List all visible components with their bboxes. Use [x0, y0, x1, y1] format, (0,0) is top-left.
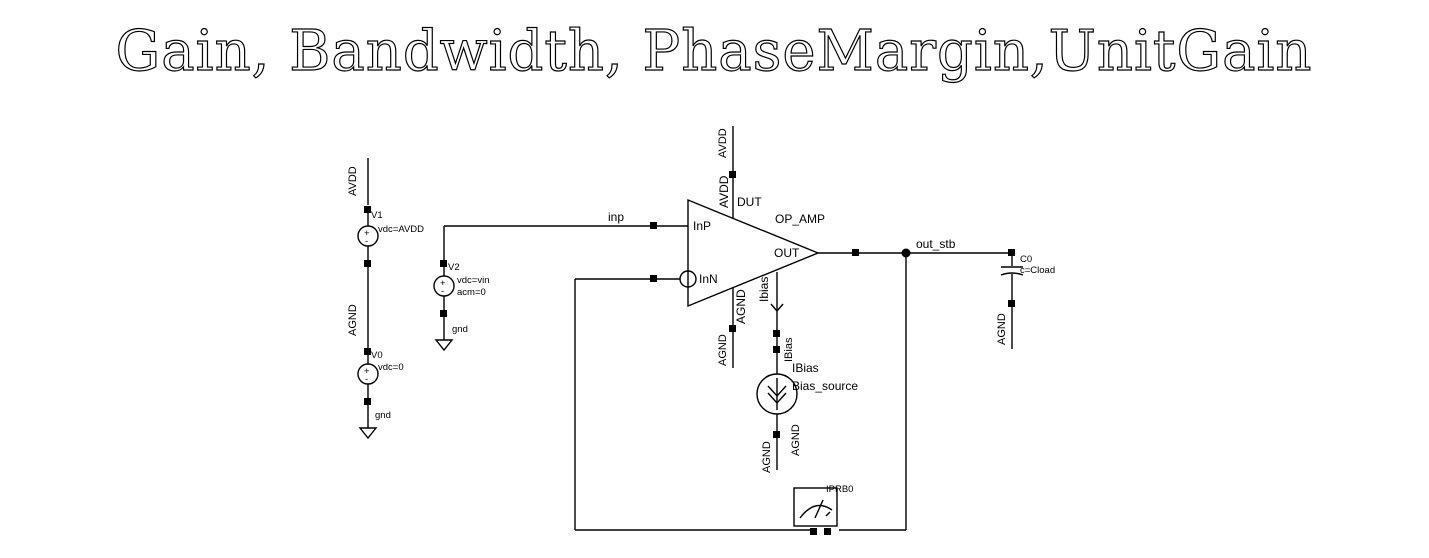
- capacitor-icon[interactable]: [1000, 266, 1024, 276]
- c0-name: C0: [1020, 254, 1032, 265]
- ibias-pin-bottom: [773, 431, 780, 438]
- v1-source-icon[interactable]: + -: [357, 225, 379, 247]
- svg-text:-: -: [365, 374, 368, 385]
- op-amp[interactable]: InP InN OUT OP_AMP AVDD AVDD DUT AGND AG…: [650, 126, 825, 368]
- opamp-agnd-pin: [729, 325, 736, 332]
- v2-pin-top: [440, 260, 447, 267]
- ibias-net-label: IBias: [783, 337, 795, 362]
- svg-text:-: -: [441, 286, 444, 297]
- supply-stack: AVDD + - V1 vdc=AVDD AGND + - V0 vdc=0 g…: [347, 158, 424, 440]
- opamp-inn-label: InN: [699, 272, 718, 286]
- iprb-pin-left: [810, 528, 817, 535]
- opamp-dut-label: DUT: [737, 195, 762, 209]
- gnd-label-v2: gnd: [452, 324, 468, 335]
- avdd-label-opamp-top: AVDD: [717, 128, 729, 158]
- v2-name: V2: [448, 262, 460, 273]
- opamp-inp-pin: [650, 222, 657, 229]
- feedback-loop: IPRB0: [574, 253, 907, 535]
- agnd-label-c0: AGND: [996, 313, 1008, 345]
- c0-pin-top: [1008, 249, 1015, 256]
- v0-source-icon[interactable]: + -: [357, 363, 379, 385]
- v2-vdc: vdc=vin: [457, 275, 489, 286]
- svg-text:-: -: [365, 236, 368, 247]
- v0-pin-bottom: [364, 398, 371, 405]
- inversion-bubble-icon: [679, 270, 697, 288]
- opamp-avdd-pin: [729, 171, 736, 178]
- v2-pin-bottom: [440, 310, 447, 317]
- svg-text:+: +: [440, 278, 446, 289]
- out-net-label: out_stb: [916, 237, 956, 251]
- opamp-inp-label: InP: [693, 219, 711, 233]
- svg-text:+: +: [364, 228, 370, 239]
- avdd-label-v1: AVDD: [347, 166, 359, 196]
- ground-icon-v2: [434, 339, 454, 352]
- gnd-label-v0: gnd: [375, 410, 391, 421]
- svg-text:+: +: [364, 366, 370, 377]
- current-source-icon[interactable]: [756, 373, 798, 415]
- ibias-net-pin-1: [773, 330, 780, 337]
- ibias-net-pin-2: [773, 346, 780, 353]
- opamp-out-label: OUT: [774, 246, 800, 260]
- ibias-name: IBias: [792, 361, 819, 375]
- c0-pin-bottom: [1008, 300, 1015, 307]
- v1-pin-top: [364, 206, 371, 213]
- page-title: Gain, Bandwidth, PhaseMargin,UnitGain: [116, 19, 1313, 84]
- output-net: out_stb: [818, 237, 1012, 258]
- opamp-ibias-label: Ibias: [757, 277, 771, 302]
- v1-pin-bottom: [364, 260, 371, 267]
- v2-acm: acm=0: [457, 287, 486, 298]
- opamp-out-pin: [852, 249, 859, 256]
- v0-name: V0: [371, 350, 383, 361]
- v1-param: vdc=AVDD: [378, 224, 424, 235]
- v2-source-group: inp + - V2 vdc=vin acm=0 gnd: [433, 210, 653, 352]
- agnd-label-opamp: AGND: [717, 334, 729, 366]
- current-probe-icon[interactable]: [793, 487, 838, 527]
- opamp-avdd-pin-label: AVDD: [717, 175, 731, 208]
- v0-pin-top: [364, 348, 371, 355]
- iprb-pin-right: [824, 528, 831, 535]
- v1-name: V1: [371, 210, 383, 221]
- c0-param: c=Cload: [1020, 265, 1055, 276]
- opamp-name: OP_AMP: [775, 212, 825, 226]
- agnd-label-ibias: AGND: [761, 441, 773, 473]
- ibias-source-group: IBias IBias Bias_source AGND AGND: [756, 311, 858, 473]
- opamp-inn-pin: [650, 275, 657, 282]
- agnd-label-ibias-pin: AGND: [790, 424, 802, 456]
- ground-icon-v0: [358, 427, 378, 440]
- agnd-label-stack: AGND: [347, 304, 359, 336]
- c0-capacitor-group: C0 c=Cload AGND: [996, 249, 1055, 349]
- iprb-name: IPRB0: [826, 484, 853, 495]
- opamp-agnd-pin-label: AGND: [734, 289, 748, 324]
- inp-net-label: inp: [608, 210, 624, 224]
- ibias-cell: Bias_source: [792, 379, 858, 393]
- v2-source-icon[interactable]: + -: [433, 275, 455, 297]
- v0-param: vdc=0: [378, 362, 404, 373]
